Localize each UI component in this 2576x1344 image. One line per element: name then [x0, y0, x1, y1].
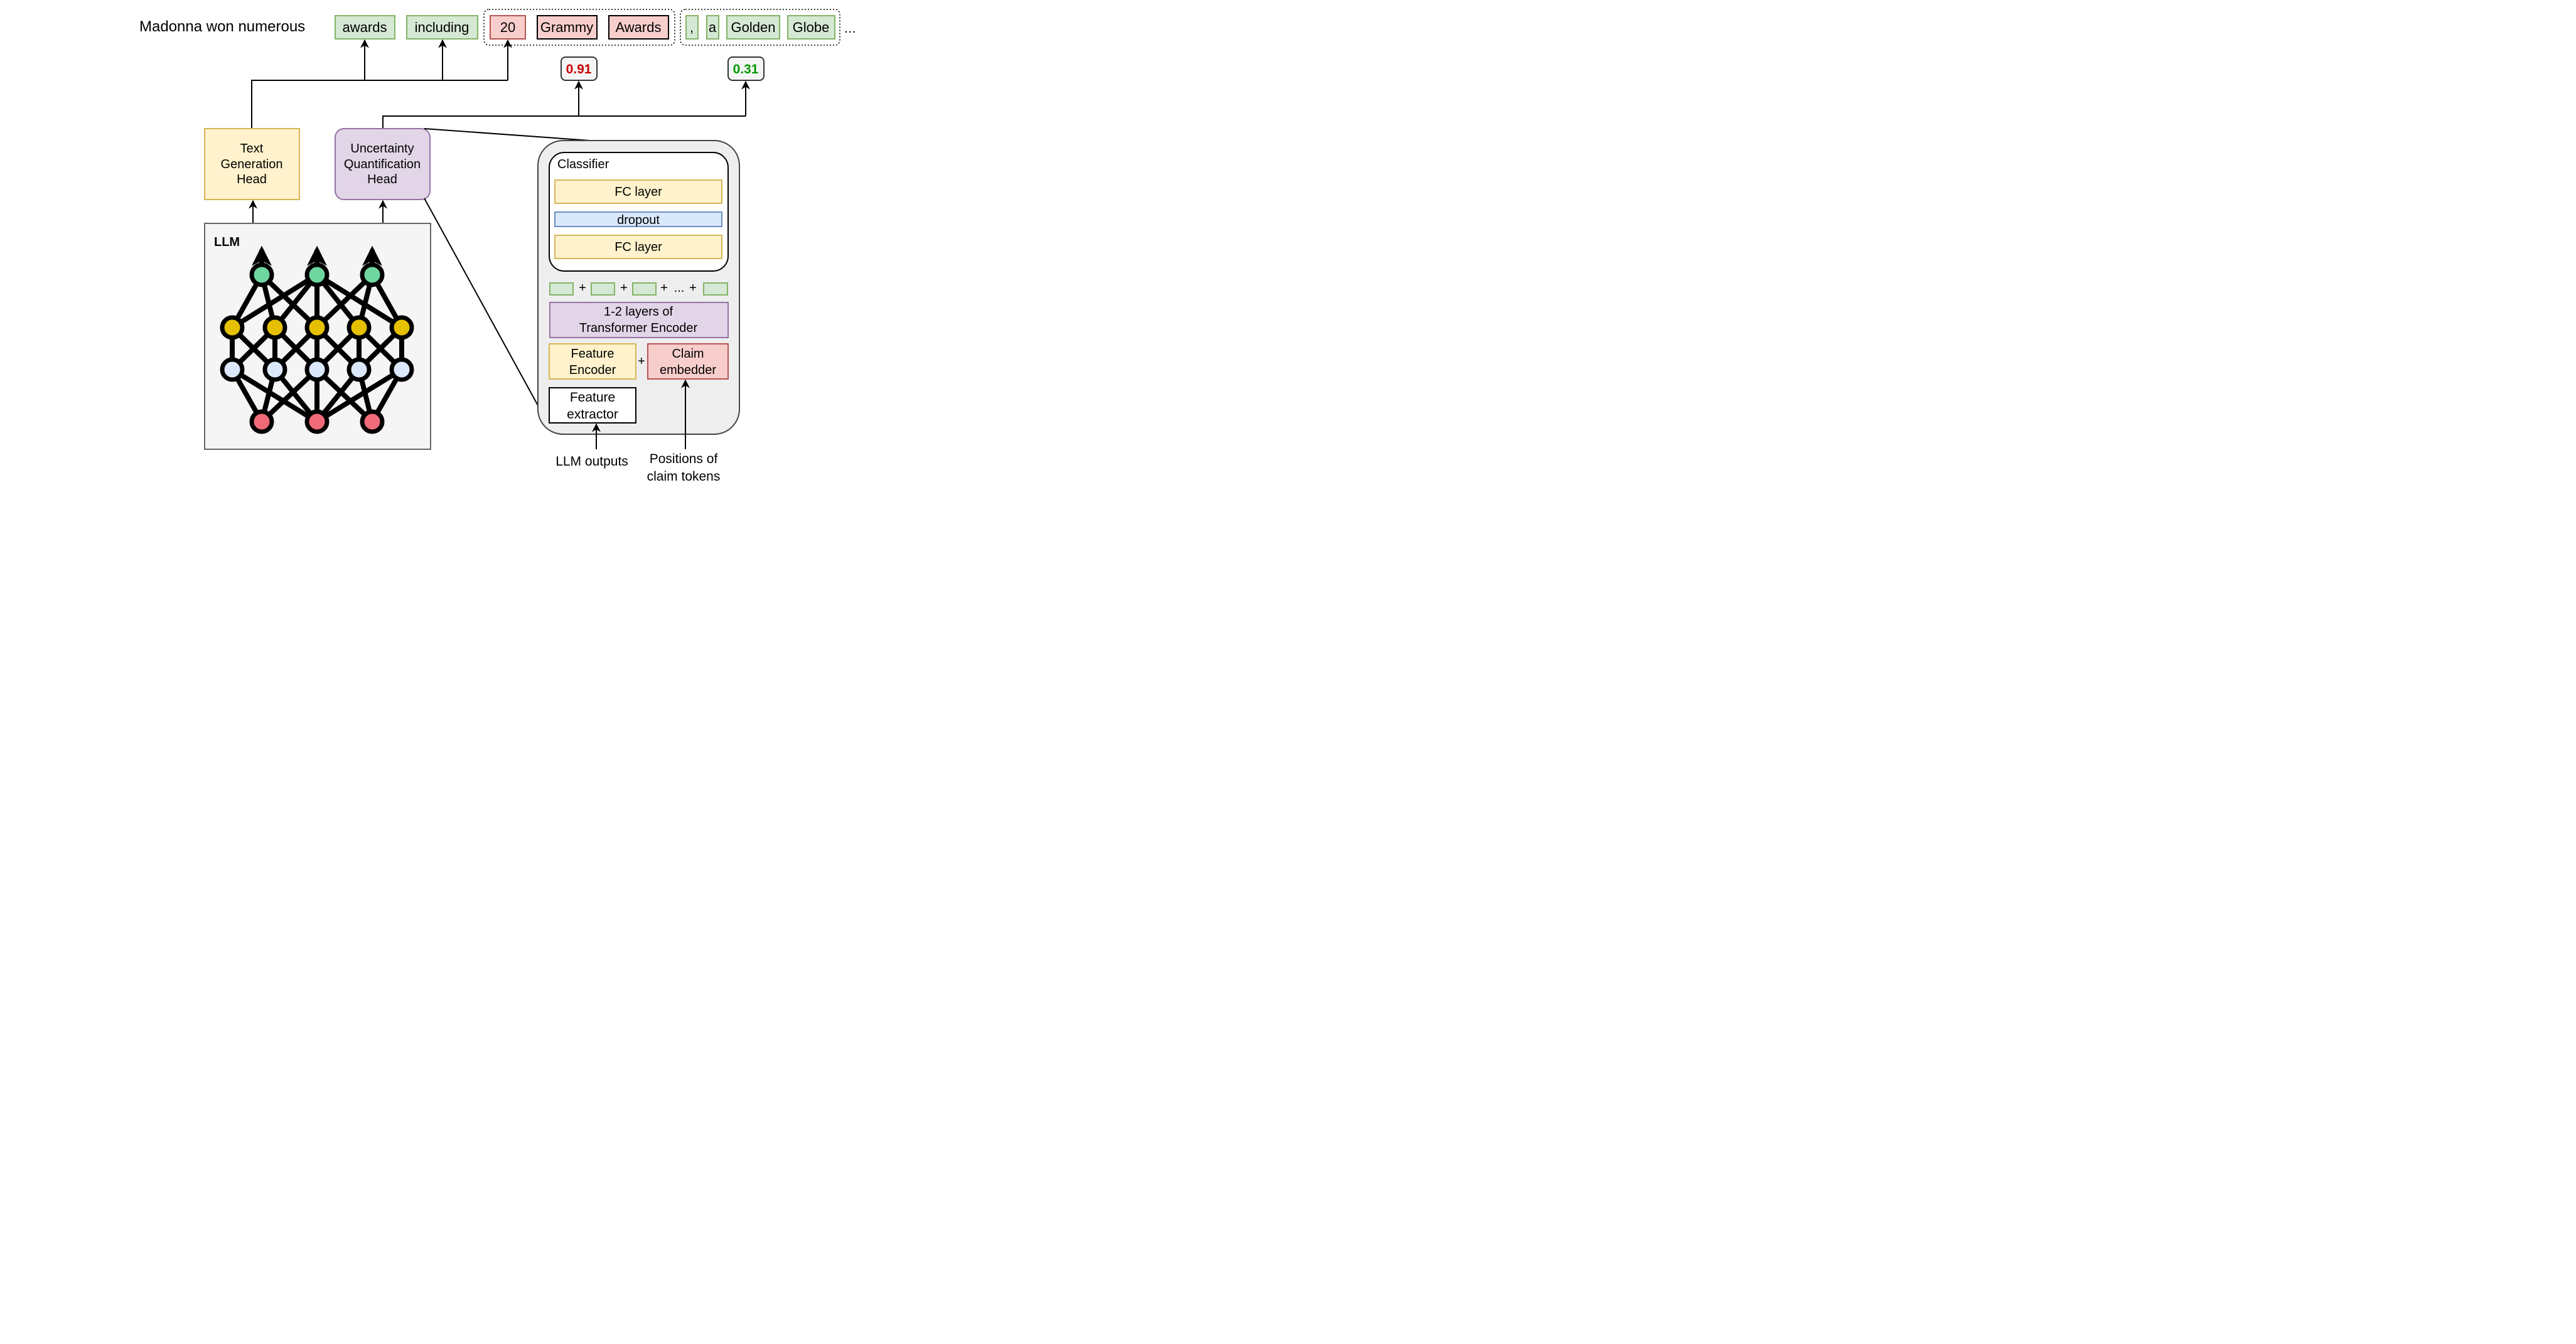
token-20: 20 [490, 15, 526, 40]
nn-node [249, 262, 274, 287]
svg-text:0.91: 0.91 [566, 62, 592, 77]
nn-node [220, 315, 245, 340]
sentence-prefix: Madonna won numerous [139, 18, 305, 35]
svg-text:Transformer Encoder: Transformer Encoder [579, 321, 698, 335]
svg-text:...: ... [674, 281, 685, 295]
encoder-plus: + [638, 355, 645, 368]
svg-text:+: + [620, 281, 628, 295]
nn-edge [314, 272, 404, 330]
svg-text:awards: awards [343, 19, 387, 35]
nn-node [346, 357, 372, 382]
token-golden: Golden [726, 15, 780, 40]
svg-text:extractor: extractor [567, 407, 618, 422]
svg-text:Head: Head [367, 173, 397, 186]
transformer-encoder: 1-2 layers of Transformer Encoder [549, 302, 729, 338]
svg-text:Golden: Golden [731, 19, 776, 35]
input-arrows [592, 379, 690, 449]
claim-group-2 [680, 9, 840, 46]
feature-extractor: Feature extractor [549, 387, 636, 424]
llm-box: LLM [204, 223, 431, 450]
nn-edge [314, 367, 404, 424]
svg-text:20: 20 [500, 19, 515, 35]
token-comma: , [685, 15, 699, 40]
svg-text:including: including [415, 19, 470, 35]
classifier-box: Classifier FC layer dropout FC layer [549, 152, 729, 272]
svg-text:Globe: Globe [793, 19, 830, 35]
token-globe: Globe [787, 15, 835, 40]
input-positions-line1: Positions of [650, 452, 718, 466]
svg-text:+: + [660, 281, 668, 295]
svg-text:Encoder: Encoder [569, 363, 616, 377]
nn-node [262, 357, 287, 382]
svg-text:Feature: Feature [571, 347, 614, 361]
token-a: a [706, 15, 719, 40]
svg-text:+: + [689, 281, 697, 295]
fc-layer-bottom: FC layer [554, 235, 722, 259]
nn-node [346, 315, 372, 340]
dropout-layer: dropout [554, 211, 722, 227]
claim-embedder: Claim embedder [647, 343, 729, 380]
text-generation-head: Text Generation Head [204, 128, 300, 200]
nn-node [304, 262, 330, 287]
llm-to-heads-arrows [249, 200, 387, 223]
uncertainty-connectors [382, 80, 750, 129]
svg-text:0.31: 0.31 [733, 62, 759, 77]
nn-node [360, 262, 385, 287]
fc-layer-top: FC layer [554, 179, 722, 204]
nn-node [360, 409, 385, 434]
token-including: including [406, 15, 478, 40]
input-llm-outputs: LLM outputs [555, 454, 628, 469]
claim-group-1 [483, 9, 675, 46]
nn-node [249, 409, 274, 434]
svg-text:Grammy: Grammy [540, 19, 593, 35]
svg-text:dropout: dropout [617, 213, 660, 227]
svg-text:a: a [709, 19, 717, 35]
uq-module: Classifier FC layer dropout FC layer + +… [537, 140, 740, 435]
svg-text:1-2 layers of: 1-2 layers of [604, 305, 673, 319]
architecture-diagram: Madonna won numerous awards including 20… [139, 9, 856, 484]
svg-text:Head: Head [237, 173, 267, 186]
svg-text:Quantification: Quantification [344, 157, 421, 171]
nn-node [262, 315, 287, 340]
classifier-title: Classifier [557, 157, 609, 171]
feature-encoder: Feature Encoder [549, 343, 636, 380]
svg-text:Generation: Generation [221, 157, 283, 171]
zoom-lines [424, 128, 591, 407]
svg-text:+: + [579, 281, 586, 295]
nn-edge [230, 367, 319, 424]
svg-text:Uncertainty: Uncertainty [350, 142, 414, 156]
nn-node [304, 357, 330, 382]
token-awards: awards [335, 15, 395, 40]
svg-text:FC layer: FC layer [614, 240, 662, 254]
nn-edge [314, 272, 375, 330]
nn-node [389, 357, 414, 382]
nn-node [304, 315, 330, 340]
uncertainty-quantification-head: Uncertainty Quantification Head [335, 128, 431, 200]
nn-node [389, 315, 414, 340]
svg-text:,: , [690, 19, 694, 35]
nn-edge [314, 367, 375, 424]
neural-network-icon [220, 245, 414, 434]
score-badge-claim2: 0.31 [727, 56, 765, 81]
nn-edge [230, 272, 319, 330]
svg-text:Claim: Claim [672, 347, 704, 361]
input-positions-line2: claim tokens [647, 469, 721, 484]
generation-connectors [251, 39, 512, 129]
nn-edge [259, 272, 319, 330]
token-embedding-sum: + + + ... + [549, 281, 728, 296]
svg-text:Text: Text [240, 142, 264, 156]
nn-node [220, 357, 245, 382]
nn-node [304, 409, 330, 434]
token-awards-2: Awards [608, 15, 669, 40]
svg-text:embedder: embedder [660, 363, 716, 377]
nn-edge [259, 367, 319, 424]
token-grammy: Grammy [537, 15, 598, 40]
svg-text:Feature: Feature [570, 390, 615, 405]
score-badge-claim1: 0.91 [561, 56, 598, 81]
sentence-ellipsis: ... [844, 20, 856, 36]
svg-text:Awards: Awards [616, 19, 662, 35]
svg-text:FC layer: FC layer [614, 185, 662, 199]
llm-label: LLM [214, 235, 240, 249]
